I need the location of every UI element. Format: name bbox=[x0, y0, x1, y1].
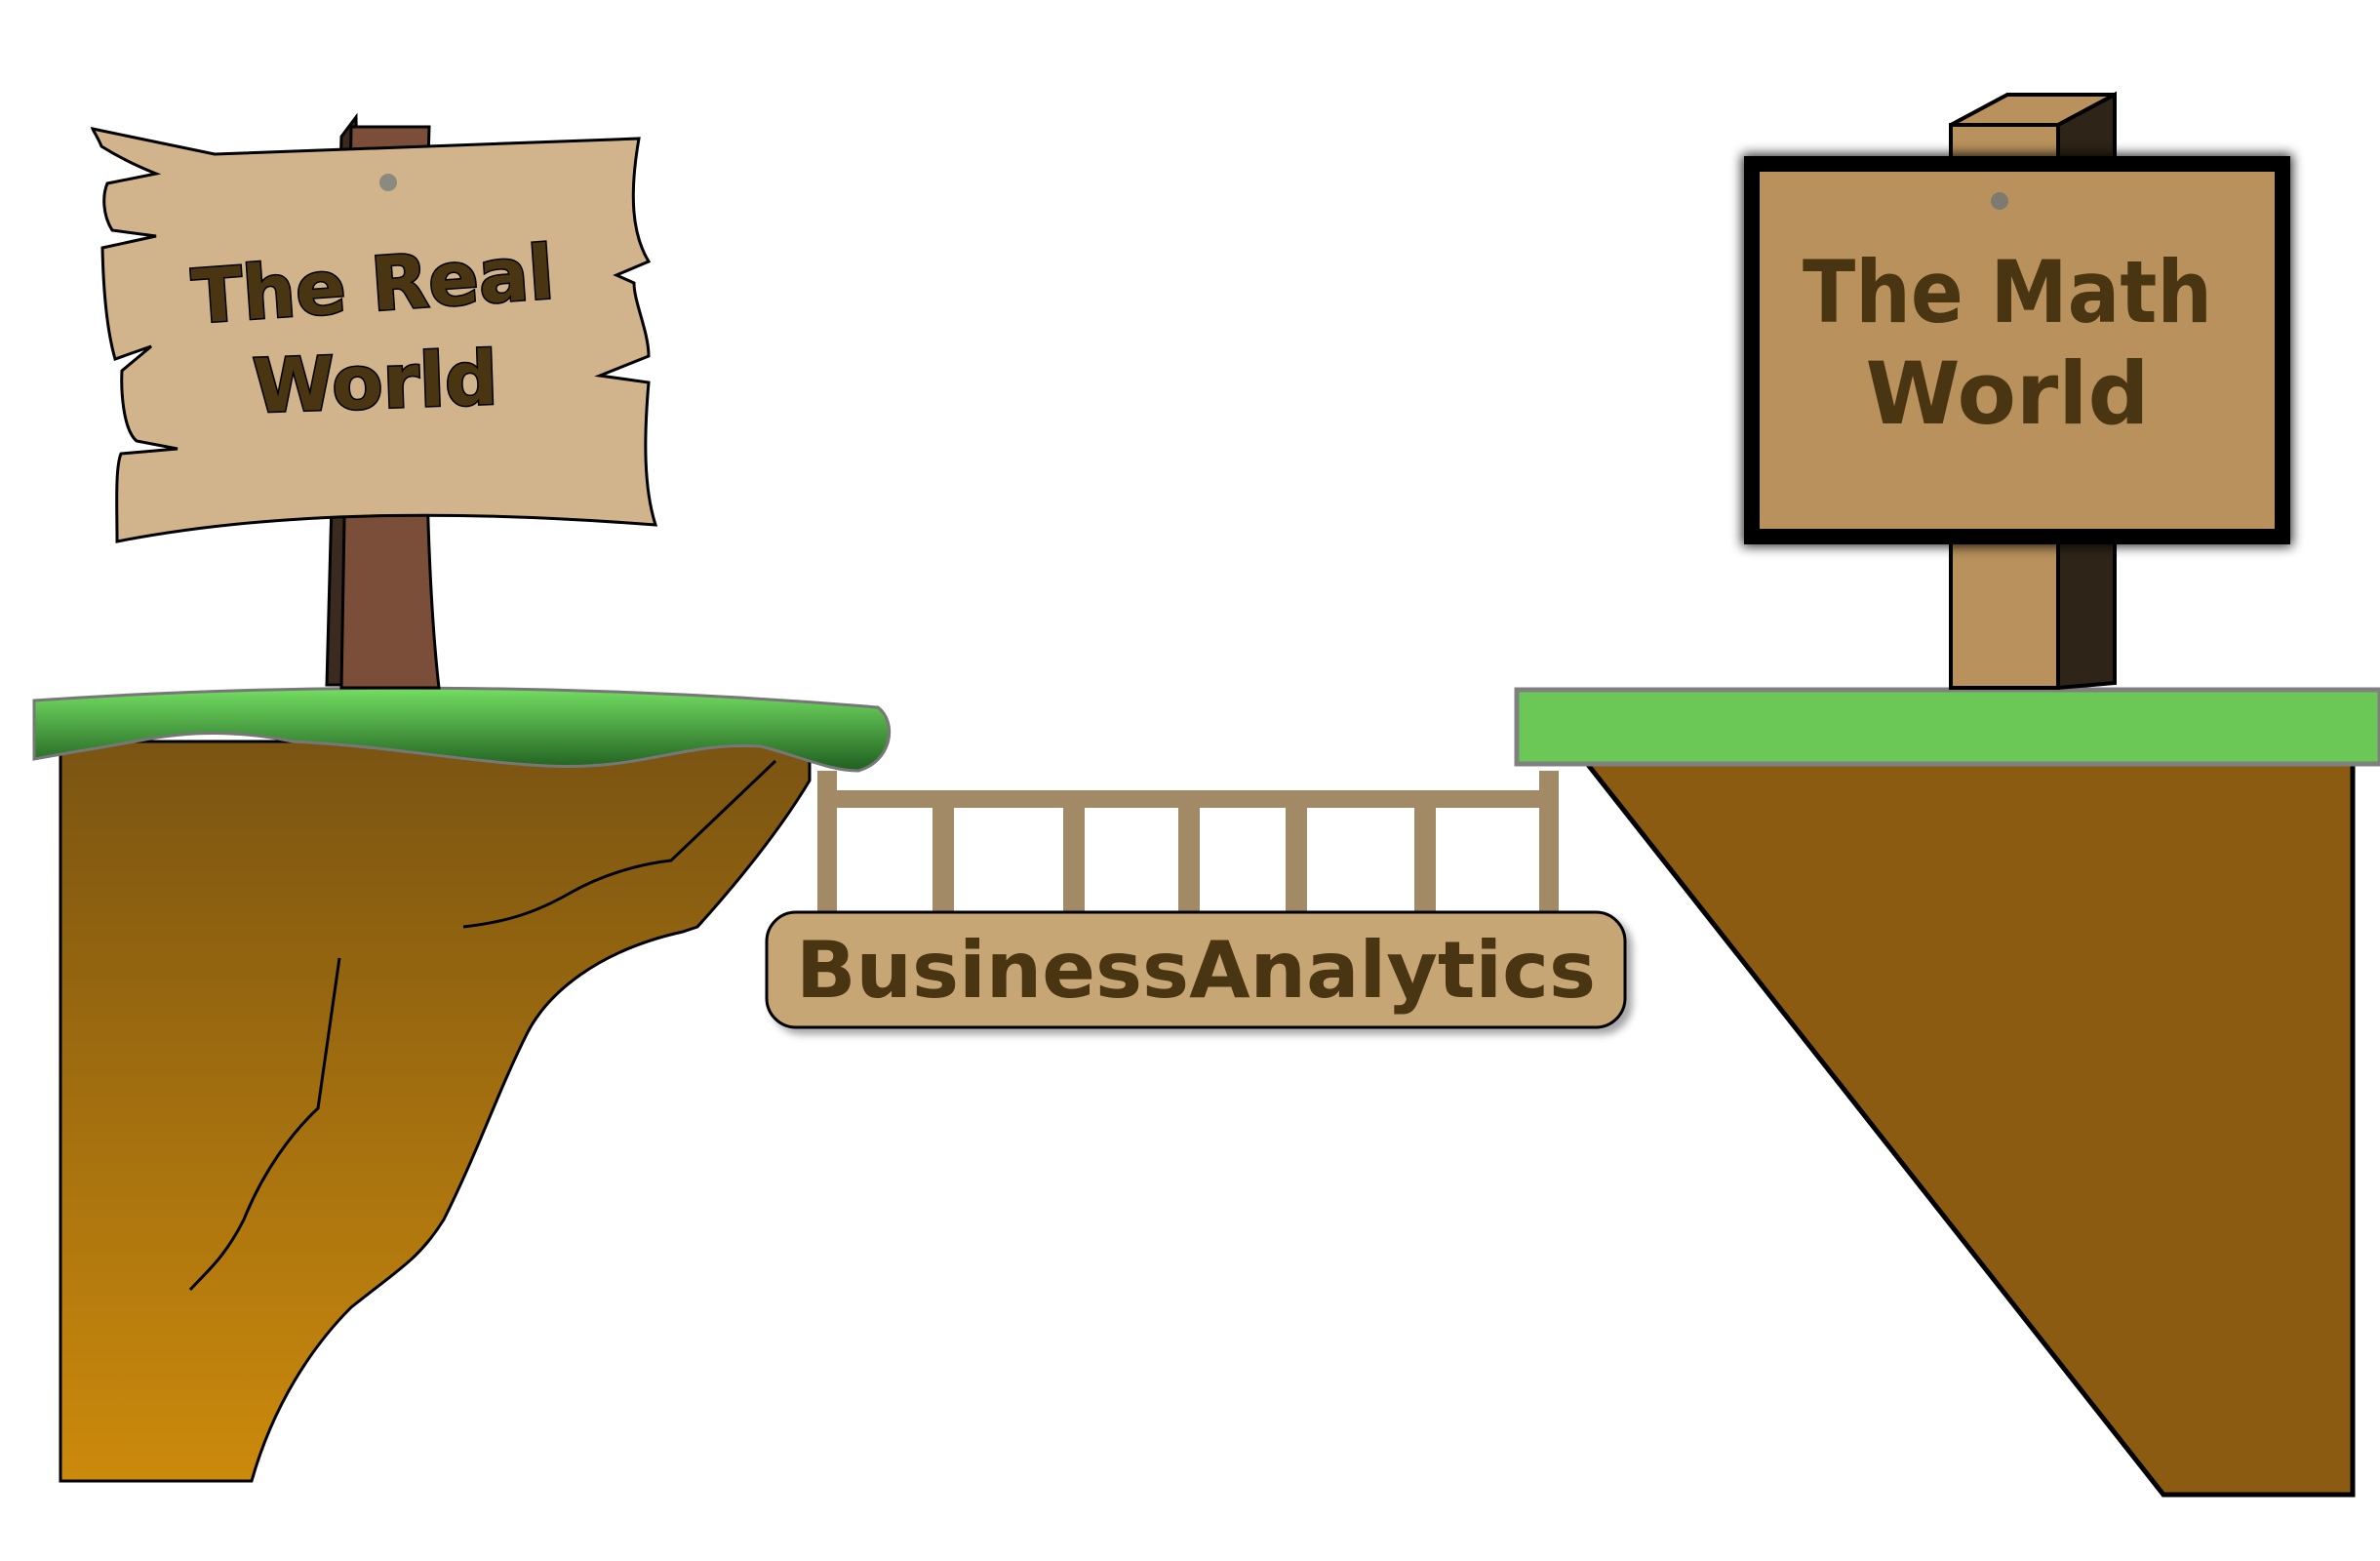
bridge-baluster-4 bbox=[1286, 800, 1307, 912]
left-sign-line2: World bbox=[252, 335, 499, 430]
right-cliff bbox=[1514, 687, 2380, 1498]
right-sign-board bbox=[1744, 156, 2290, 544]
bridge-label: BusinessAnalytics bbox=[796, 925, 1596, 1016]
bridge-label-plate bbox=[765, 910, 1627, 1029]
bridge-baluster-2 bbox=[1063, 800, 1085, 912]
bridge-post-left bbox=[817, 771, 837, 917]
right-sign-nail bbox=[1991, 192, 2008, 210]
left-cliff-crack-2 bbox=[462, 759, 777, 929]
bridge-top-rail bbox=[817, 790, 1559, 808]
left-signpost: The Real World bbox=[90, 112, 658, 690]
left-sign-board bbox=[90, 126, 658, 543]
right-cliff-grass bbox=[1514, 687, 2380, 767]
left-cliff-crack-1 bbox=[188, 957, 341, 1291]
bridge-baluster-3 bbox=[1178, 800, 1200, 912]
bridge-baluster-1 bbox=[932, 800, 954, 912]
bridge-post-right bbox=[1539, 771, 1559, 917]
right-signpost: The Math World bbox=[1742, 91, 2292, 691]
left-cliff-rock bbox=[59, 740, 812, 1483]
left-sign-nail bbox=[379, 174, 397, 191]
bridge-baluster-5 bbox=[1414, 800, 1436, 912]
bridge: BusinessAnalytics bbox=[765, 771, 1627, 1029]
right-sign-line1: The Math bbox=[1803, 242, 2212, 342]
left-cliff-grass bbox=[32, 686, 892, 773]
left-cliff bbox=[32, 686, 892, 1483]
right-cliff-rock bbox=[1579, 758, 2356, 1498]
right-sign-line2: World bbox=[1866, 343, 2150, 444]
